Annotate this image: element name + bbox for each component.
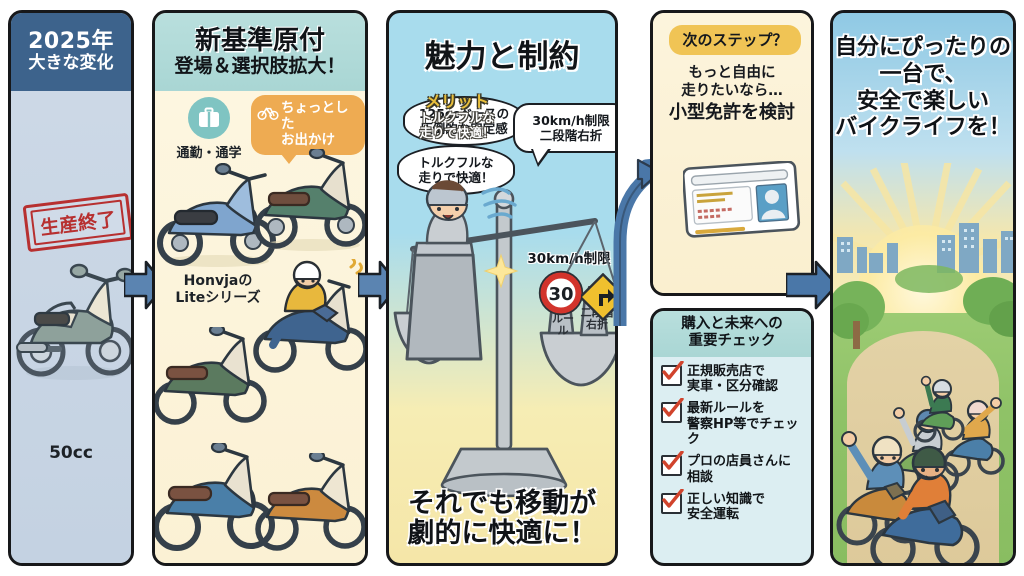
riders-group-illustration [836, 375, 1005, 563]
checklist-item-line1: プロの店員さんに [687, 454, 792, 470]
rider-on-blue-cub-illustration [253, 259, 365, 373]
panel1-body: 生産終了 50cc [11, 91, 131, 563]
bubble-restrictions: 30km/h制限 二段階右折 [513, 103, 615, 167]
series-line2: Liteシリーズ [175, 289, 261, 306]
panel3-conclusion-line1: それでも移動が [407, 487, 597, 519]
checklist-item[interactable]: 正規販売店で 実車・区分確認 [661, 360, 805, 395]
panel2-header: 新基準原付 登場＆選択肢拡大！ [155, 13, 365, 91]
panel2-header-subtitle: 登場＆選択肢拡大！ [174, 54, 346, 77]
balance-scale-illustration [393, 180, 615, 498]
briefcase-icon [188, 97, 230, 139]
bicycle-icon [257, 103, 279, 125]
commute-tag: 通勤・通学 [167, 97, 251, 161]
next-step-line1: もっと自由に [688, 65, 776, 81]
panel-enjoy-bike-life: 自分にぴったりの 一台で、 安全で楽しい バイクライフを！ [830, 10, 1016, 566]
panel-next-step: 次のステップ？ もっと自由に 走りたいなら… 小型免許を検討 [650, 10, 814, 296]
scooter-green-illustration [254, 149, 365, 251]
checklist-header-line2: 重要チェック [688, 333, 776, 350]
panel-2025-change: 2025年 大きな変化 生産終了 [8, 10, 134, 566]
drivers-license-card-icon [683, 161, 801, 238]
panel5-title-line4: バイクライフを！ [835, 115, 1011, 141]
panel3-conclusion-line2: 劇的に快適に！ [407, 517, 597, 549]
merit-sub-line2: 走りで快適！ [419, 124, 495, 140]
bubble-stability-line2: 圧倒的な安定感 [420, 121, 508, 136]
panel5-title-line1: 自分にぴったりの [834, 35, 1011, 60]
panel-new-standard-moped: 新基準原付 登場＆選択肢拡大！ 通勤・通学 [152, 10, 368, 566]
bubble-stability-line1: 125ccベースの [418, 106, 510, 121]
panel1-header: 2025年 大きな変化 [11, 13, 131, 91]
scooter-darkgreen-illustration [155, 327, 267, 425]
checklist-item-line2: 実車・区分確認 [687, 379, 779, 395]
checkmark-icon[interactable] [661, 451, 684, 477]
checklist-header-line1: 購入と未来への [681, 316, 783, 332]
production-ended-stamp: 生産終了 [22, 192, 131, 253]
panel1-caption: 50cc [49, 443, 93, 463]
speed-limit-30-sign-icon: 30 [538, 270, 584, 316]
production-ended-stamp-text: 生産終了 [30, 199, 126, 246]
merit-weight-label: メリット [424, 92, 489, 111]
checklist-item-line1: 正規販売店で [687, 363, 766, 379]
scooter-orange-illustration [255, 453, 365, 551]
bubble-torque-line1: トルクフルな [418, 155, 494, 170]
checklist-item[interactable]: 正しい知識で 安全運転 [661, 489, 805, 523]
panel3-title: 魅力と制約 [424, 39, 580, 75]
series-caption: Honvjaの Liteシリーズ [163, 273, 273, 307]
checklist-header: 購入と未来への 重要チェック [653, 311, 811, 357]
svg-text:30: 30 [548, 284, 573, 305]
next-step-text: もっと自由に 走りたいなら… 小型免許を検討 [653, 65, 811, 124]
panel5-title-line3: 安全で楽しい [856, 88, 989, 114]
panel1-header-subtitle: 大きな変化 [28, 53, 114, 74]
panel5-title: 自分にぴったりの 一台で、 安全で楽しい バイクライフを！ [833, 35, 1013, 142]
bubble-torque-line2: 走りで快適！ [418, 170, 494, 185]
checklist-item-text: 正規販売店で 実車・区分確認 [687, 364, 778, 395]
scooter-50cc-illustration [16, 263, 131, 380]
series-line1: Honvjaの [183, 273, 253, 289]
checklist-item-text: プロの店員さんに 相談 [687, 454, 791, 485]
next-step-pill: 次のステップ？ [669, 25, 801, 55]
checklist-item-line2: 安全運転 [687, 507, 740, 523]
checklist-item-line2: 警察HP等でチェック [687, 416, 799, 448]
speed-limit-annotation: 30km/h制限 [527, 251, 611, 267]
rule-weight-label: ルール [552, 312, 574, 338]
checklist-items: 正規販売店で 実車・区分確認 最新ルールを 警察HP等でチェック [653, 357, 811, 523]
checklist-item[interactable]: 最新ルールを 警察HP等でチェック [661, 398, 805, 447]
checkmark-icon[interactable] [661, 360, 684, 386]
outing-line2: お出かけ [281, 132, 335, 149]
panel5-title-line2: 一台で、 [879, 61, 967, 87]
checklist-item-line2: 相談 [687, 469, 714, 485]
two-stage-line2: 右折 [586, 318, 608, 332]
checklist-item-line1: 最新ルールを [687, 401, 766, 417]
next-step-line2: 走りたいなら… [681, 82, 783, 99]
commute-label: 通勤・通学 [176, 146, 242, 161]
panel2-body: 通勤・通学 ちょっとした お出かけ [155, 91, 365, 563]
panel4top-body: 次のステップ？ もっと自由に 走りたいなら… 小型免許を検討 [653, 13, 811, 293]
panel1-header-year: 2025年 [28, 29, 114, 55]
checklist-item-text: 正しい知識で 安全運転 [687, 492, 765, 523]
arrow-panel4-to-panel5 [786, 260, 838, 310]
outing-line1: ちょっとした [281, 100, 349, 133]
scooter-steelblue-illustration [155, 443, 275, 551]
checklist-item[interactable]: プロの店員さんに 相談 [661, 451, 805, 485]
panel-purchase-checklist: 購入と未来への 重要チェック 正規販売店で 実車・区分確認 [650, 308, 814, 566]
merit-weight-sublabel: トルクフルな 走りで快適！ [403, 110, 511, 141]
bubble-restrictions-line1: 30km/h制限 [532, 113, 610, 128]
next-step-line3: 小型免許を検討 [669, 102, 795, 124]
city-skyline-illustration [837, 223, 1013, 273]
merit-sub-line1: トルクフルな [419, 110, 495, 125]
outing-bubble: ちょっとした お出かけ [251, 95, 365, 164]
trees-illustration [833, 265, 1013, 349]
panel3-conclusion: それでも移動が 劇的に快適に！ [389, 487, 615, 549]
panel-merits-and-limits: 魅力と制約 125ccベースの 圧倒的な安定感 トルクフルな 走りで快適！ 30… [386, 10, 618, 566]
checkmark-icon[interactable] [661, 489, 684, 515]
checkmark-icon[interactable] [661, 398, 684, 424]
bubble-stability: 125ccベースの 圧倒的な安定感 [403, 96, 525, 146]
panel2-header-title: 新基準原付 [194, 26, 325, 57]
checklist-item-text: 最新ルールを 警察HP等でチェック [687, 401, 805, 447]
checklist-item-line1: 正しい知識で [687, 492, 766, 508]
bubble-restrictions-line2: 二段階右折 [539, 128, 603, 143]
